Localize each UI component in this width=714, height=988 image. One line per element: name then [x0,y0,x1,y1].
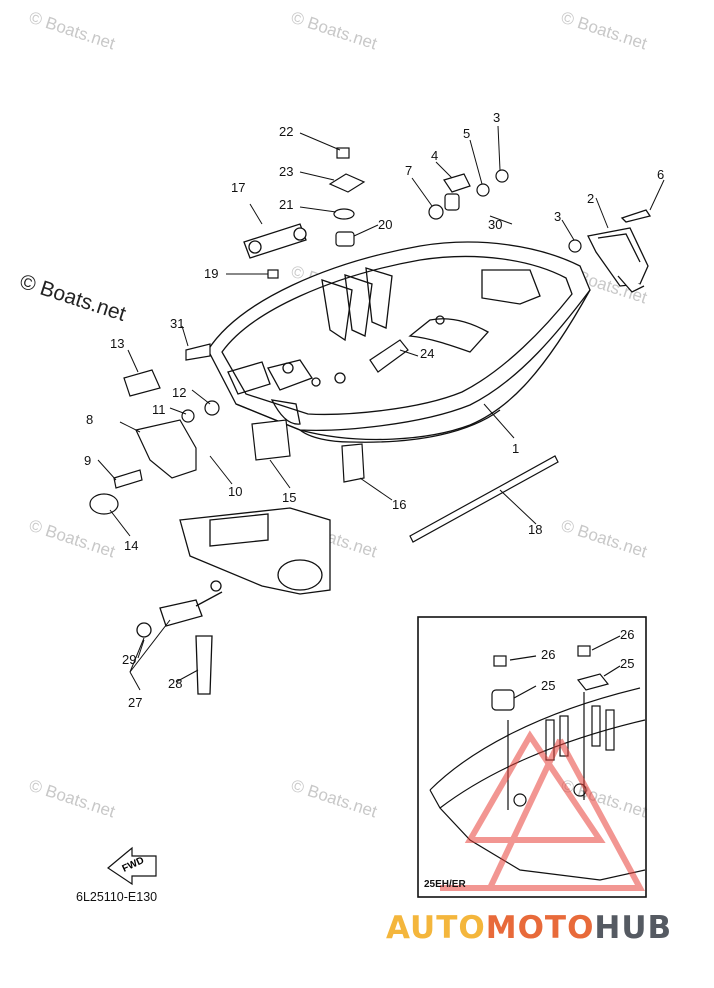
callout-labels: 1 2 3 3 4 5 6 7 8 9 10 11 12 13 14 15 16… [84,110,664,710]
brand-part-2: MOTO [485,910,595,946]
callout-7: 7 [405,163,412,178]
callout-11: 11 [152,402,166,417]
watermark: © Boats.net [289,776,380,822]
callout-10: 10 [228,484,242,499]
callout-17: 17 [231,180,245,195]
bottom-cowling [207,241,591,443]
callout-22: 22 [279,124,293,139]
brand-part-3: HUB [594,910,673,946]
callout-18: 18 [528,522,542,537]
callout-3: 3 [493,110,500,125]
callout-14: 14 [124,538,138,553]
lower-assembly [136,507,331,695]
brand-part-1: AUTO [386,910,486,946]
callout-27: 27 [128,695,142,710]
callout-31: 31 [170,316,184,331]
callout-8: 8 [86,412,93,427]
brand-logo: AUTOMOTOHUB [386,910,672,946]
callout-25: 25 [541,678,555,693]
callout-21: 21 [279,197,293,212]
bracket-part [587,209,652,293]
watermark: © Boats.net [559,516,650,562]
callout-15: 15 [282,490,296,505]
fwd-arrow: FWD [106,846,157,886]
watermark: © Boats.net [27,516,118,562]
inset-label: 25EH/ER [424,879,466,890]
leader-lines [97,125,665,691]
hardware-parts [89,147,582,543]
callout-1: 1 [512,441,519,456]
callout-29: 29 [122,652,136,667]
callout-4: 4 [431,148,438,163]
watermark: © Boats.net [559,8,650,54]
callout-28: 28 [168,676,182,691]
callout-3b: 3 [554,209,561,224]
callout-13: 13 [110,336,124,351]
callout-5: 5 [463,126,470,141]
callout-26: 26 [541,647,555,662]
inset-detail [417,616,647,898]
callout-20: 20 [378,217,392,232]
callout-26b: 26 [620,627,634,642]
callout-9: 9 [84,453,91,468]
callout-6: 6 [657,167,664,182]
lever-part [243,223,307,259]
watermark: © Boats.net [27,776,118,822]
callout-23: 23 [279,164,293,179]
callout-25b: 25 [620,656,634,671]
callout-12: 12 [172,385,186,400]
watermark: © Boats.net [289,8,380,54]
callout-19: 19 [204,266,218,281]
callout-24: 24 [420,346,434,361]
brand-triangle-logo [440,730,646,891]
part-code: 6L25110-E130 [76,890,158,904]
callout-2: 2 [587,191,594,206]
callout-30: 30 [488,217,502,232]
watermark: © Boats.net [27,8,118,54]
callout-16: 16 [392,497,406,512]
